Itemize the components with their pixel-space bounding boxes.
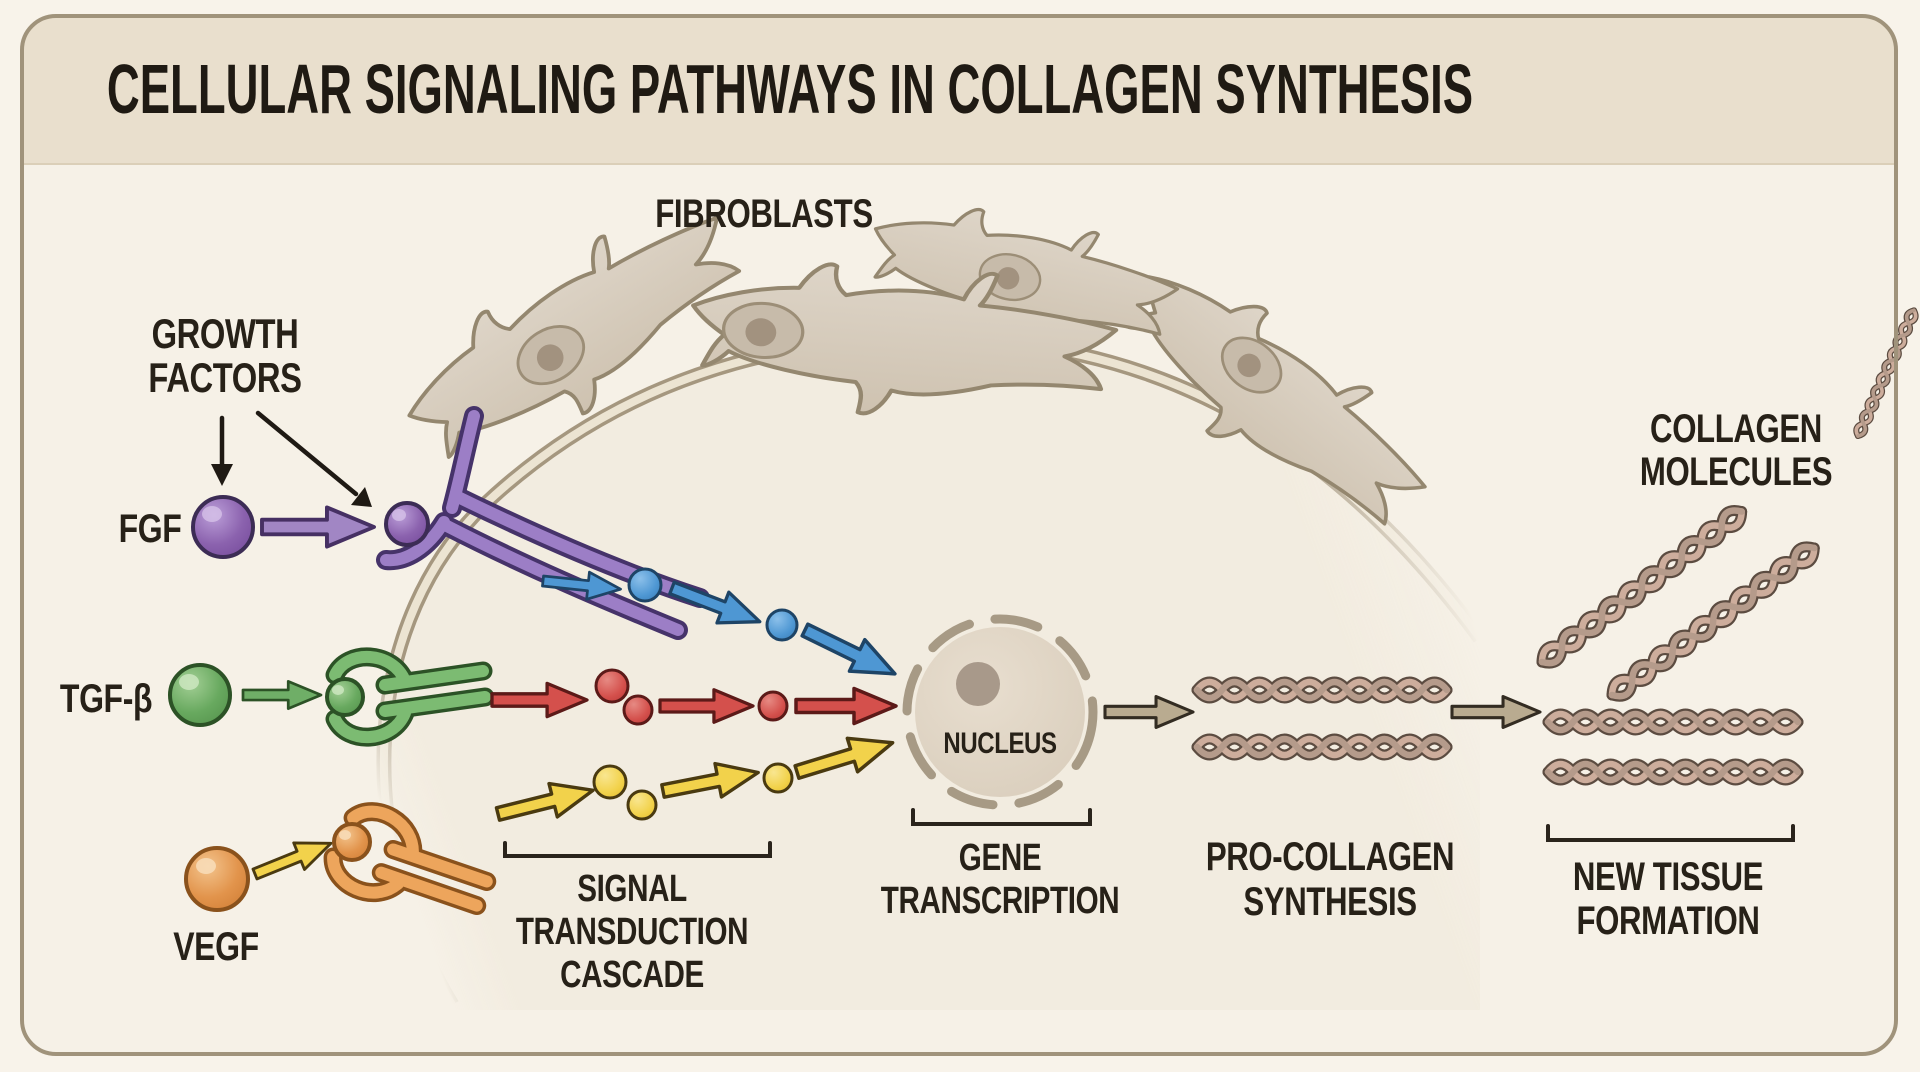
label-procollagen-line2: SYNTHESIS bbox=[1243, 879, 1416, 924]
title-band bbox=[22, 16, 1896, 165]
panel-border bbox=[20, 14, 1898, 1056]
panel-background bbox=[22, 16, 1896, 1054]
cascade-yellow bbox=[493, 726, 898, 831]
tgf-ligand bbox=[168, 663, 232, 727]
label-fibroblasts: FIBROBLASTS bbox=[655, 191, 873, 236]
label-gene-line1: GENE bbox=[959, 837, 1041, 879]
label-vegf: VEGF bbox=[173, 924, 259, 969]
nucleus: NUCLEUS bbox=[902, 614, 1098, 810]
label-procollagen-line1: PRO-COLLAGEN bbox=[1206, 834, 1454, 879]
label-collagen-line2: MOLECULES bbox=[1640, 449, 1832, 494]
nucleolus bbox=[956, 662, 1000, 706]
label-newtissue-line2: FORMATION bbox=[1576, 898, 1759, 943]
cascade-blue bbox=[541, 567, 903, 690]
label-cascade-line2: TRANSDUCTION bbox=[516, 911, 748, 953]
growth-factor-pointer-arrows bbox=[211, 410, 372, 507]
new-tissue-bracket bbox=[1546, 824, 1795, 842]
tgf-receptor bbox=[325, 656, 485, 738]
label-gene-line2: TRANSCRIPTION bbox=[881, 880, 1120, 922]
gene-transcription-bracket bbox=[911, 808, 1092, 826]
label-growth-factors-line1: GROWTH bbox=[152, 310, 299, 357]
label-newtissue-line1: NEW TISSUE bbox=[1573, 854, 1763, 899]
fibroblast-cells bbox=[381, 177, 1453, 561]
vegf-receptor bbox=[324, 801, 495, 942]
label-tgf: TGF-β bbox=[60, 676, 152, 721]
label-cascade-line3: CASCADE bbox=[560, 954, 704, 996]
label-growth-factors-line2: FACTORS bbox=[148, 354, 301, 401]
fgf-ligand bbox=[191, 495, 255, 559]
nucleus-label: NUCLEUS bbox=[943, 725, 1056, 759]
cascade-bracket bbox=[503, 841, 772, 858]
fibroblast-cell bbox=[687, 253, 1120, 430]
fibroblast-cell bbox=[381, 177, 770, 495]
vegf-ligand bbox=[184, 846, 250, 912]
fibroblast-cell bbox=[1094, 238, 1453, 561]
label-cascade-line1: SIGNAL bbox=[577, 868, 687, 910]
cascade-red bbox=[492, 668, 896, 726]
label-collagen-line1: COLLAGEN bbox=[1650, 406, 1822, 451]
page-title: CELLULAR SIGNALING PATHWAYS IN COLLAGEN … bbox=[107, 50, 1473, 128]
fibroblast-cell bbox=[857, 186, 1188, 370]
label-fgf: FGF bbox=[119, 506, 182, 551]
